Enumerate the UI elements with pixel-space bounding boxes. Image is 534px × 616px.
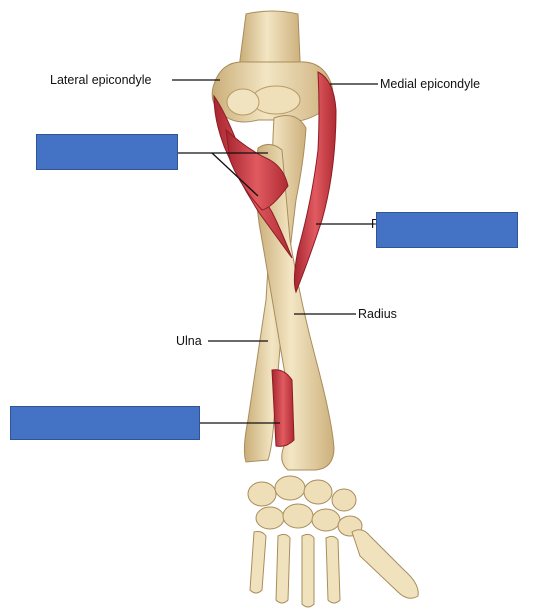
ulna-label: Ulna — [176, 334, 202, 348]
partial-label-letter: P — [371, 218, 379, 231]
capitulum — [226, 88, 260, 116]
radius-label: Radius — [358, 307, 397, 321]
supinator-muscle — [225, 128, 289, 211]
lateral-epicondyle-label: Lateral epicondyle — [50, 73, 152, 87]
pronator-quadratus-muscle — [271, 369, 295, 447]
leader-lines — [172, 79, 378, 424]
carpal-bones — [247, 475, 363, 537]
pronator-teres-muscle — [293, 71, 337, 294]
label-box-right — [376, 212, 518, 248]
label-box-lower-left — [10, 406, 200, 440]
medial-epicondyle-label: Medial epicondyle — [380, 77, 481, 91]
metacarpal-bones — [249, 529, 419, 608]
label-box-upper-left — [36, 134, 178, 170]
